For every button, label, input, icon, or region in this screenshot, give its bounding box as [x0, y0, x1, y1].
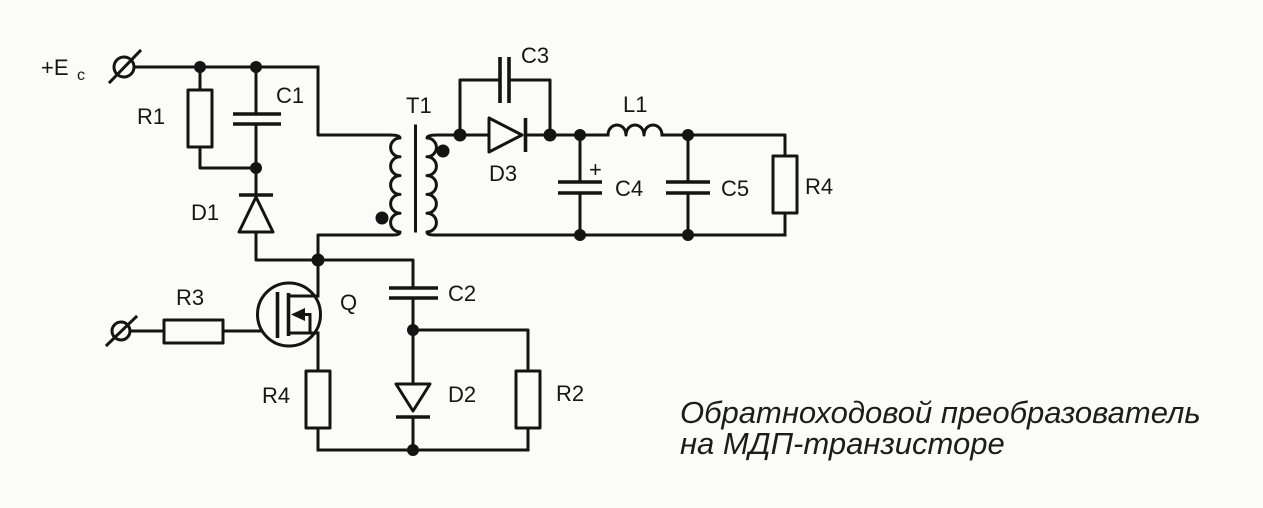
label-c4-polarity: + — [589, 157, 602, 182]
junction-dots — [194, 61, 694, 456]
diode-d2 — [394, 328, 432, 452]
primary-polarity-dot — [375, 211, 389, 225]
capacitor-c3 — [458, 57, 552, 137]
wire-to-primary-top — [316, 65, 392, 137]
label-c1: C1 — [276, 83, 304, 108]
label-supply: +E — [41, 55, 69, 80]
label-c2: C2 — [448, 281, 476, 306]
label-r3: R3 — [176, 285, 204, 310]
capacitor-c1 — [233, 65, 281, 170]
resistor-r2 — [411, 328, 542, 452]
capacitor-c2 — [316, 258, 438, 332]
mosfet-arrow-icon — [291, 308, 305, 321]
capacitor-c5 — [666, 133, 710, 237]
wire-output-top — [660, 133, 787, 158]
label-r1: R1 — [137, 104, 165, 129]
label-d1: D1 — [191, 200, 219, 225]
label-r2: R2 — [556, 381, 584, 406]
label-l1: L1 — [623, 92, 647, 117]
label-c3: C3 — [521, 43, 549, 68]
label-c5: C5 — [721, 176, 749, 201]
label-supply-sub: c — [77, 67, 85, 84]
mosfet-q — [256, 281, 322, 373]
inductor-l1 — [606, 123, 664, 137]
resistor-r3 — [128, 318, 279, 345]
resistor-r4-source — [304, 369, 332, 452]
resistor-r1 — [186, 65, 258, 170]
label-d2: D2 — [448, 382, 476, 407]
label-d3: D3 — [489, 161, 517, 186]
diode-d3 — [458, 116, 610, 154]
capacitor-c4 — [558, 133, 602, 237]
label-c4: C4 — [615, 176, 643, 201]
label-t1: T1 — [406, 93, 432, 118]
label-r4-output: R4 — [805, 174, 833, 199]
transformer-secondary-winding — [425, 133, 787, 237]
gate-terminal-icon — [104, 314, 139, 348]
secondary-polarity-dot — [436, 144, 450, 158]
label-r4-source: R4 — [262, 383, 290, 408]
caption-line2: на МДП-транзисторе — [680, 426, 1005, 461]
caption-line1: Обратноходовой преобразователь — [680, 395, 1201, 430]
resistor-r4-output — [771, 154, 799, 237]
transformer-t1 — [316, 124, 787, 298]
diode-d1 — [237, 166, 320, 262]
transformer-primary-winding — [316, 133, 402, 298]
caption: Обратноходовой преобразователь на МДП-тр… — [680, 395, 1201, 461]
label-q: Q — [340, 290, 357, 315]
